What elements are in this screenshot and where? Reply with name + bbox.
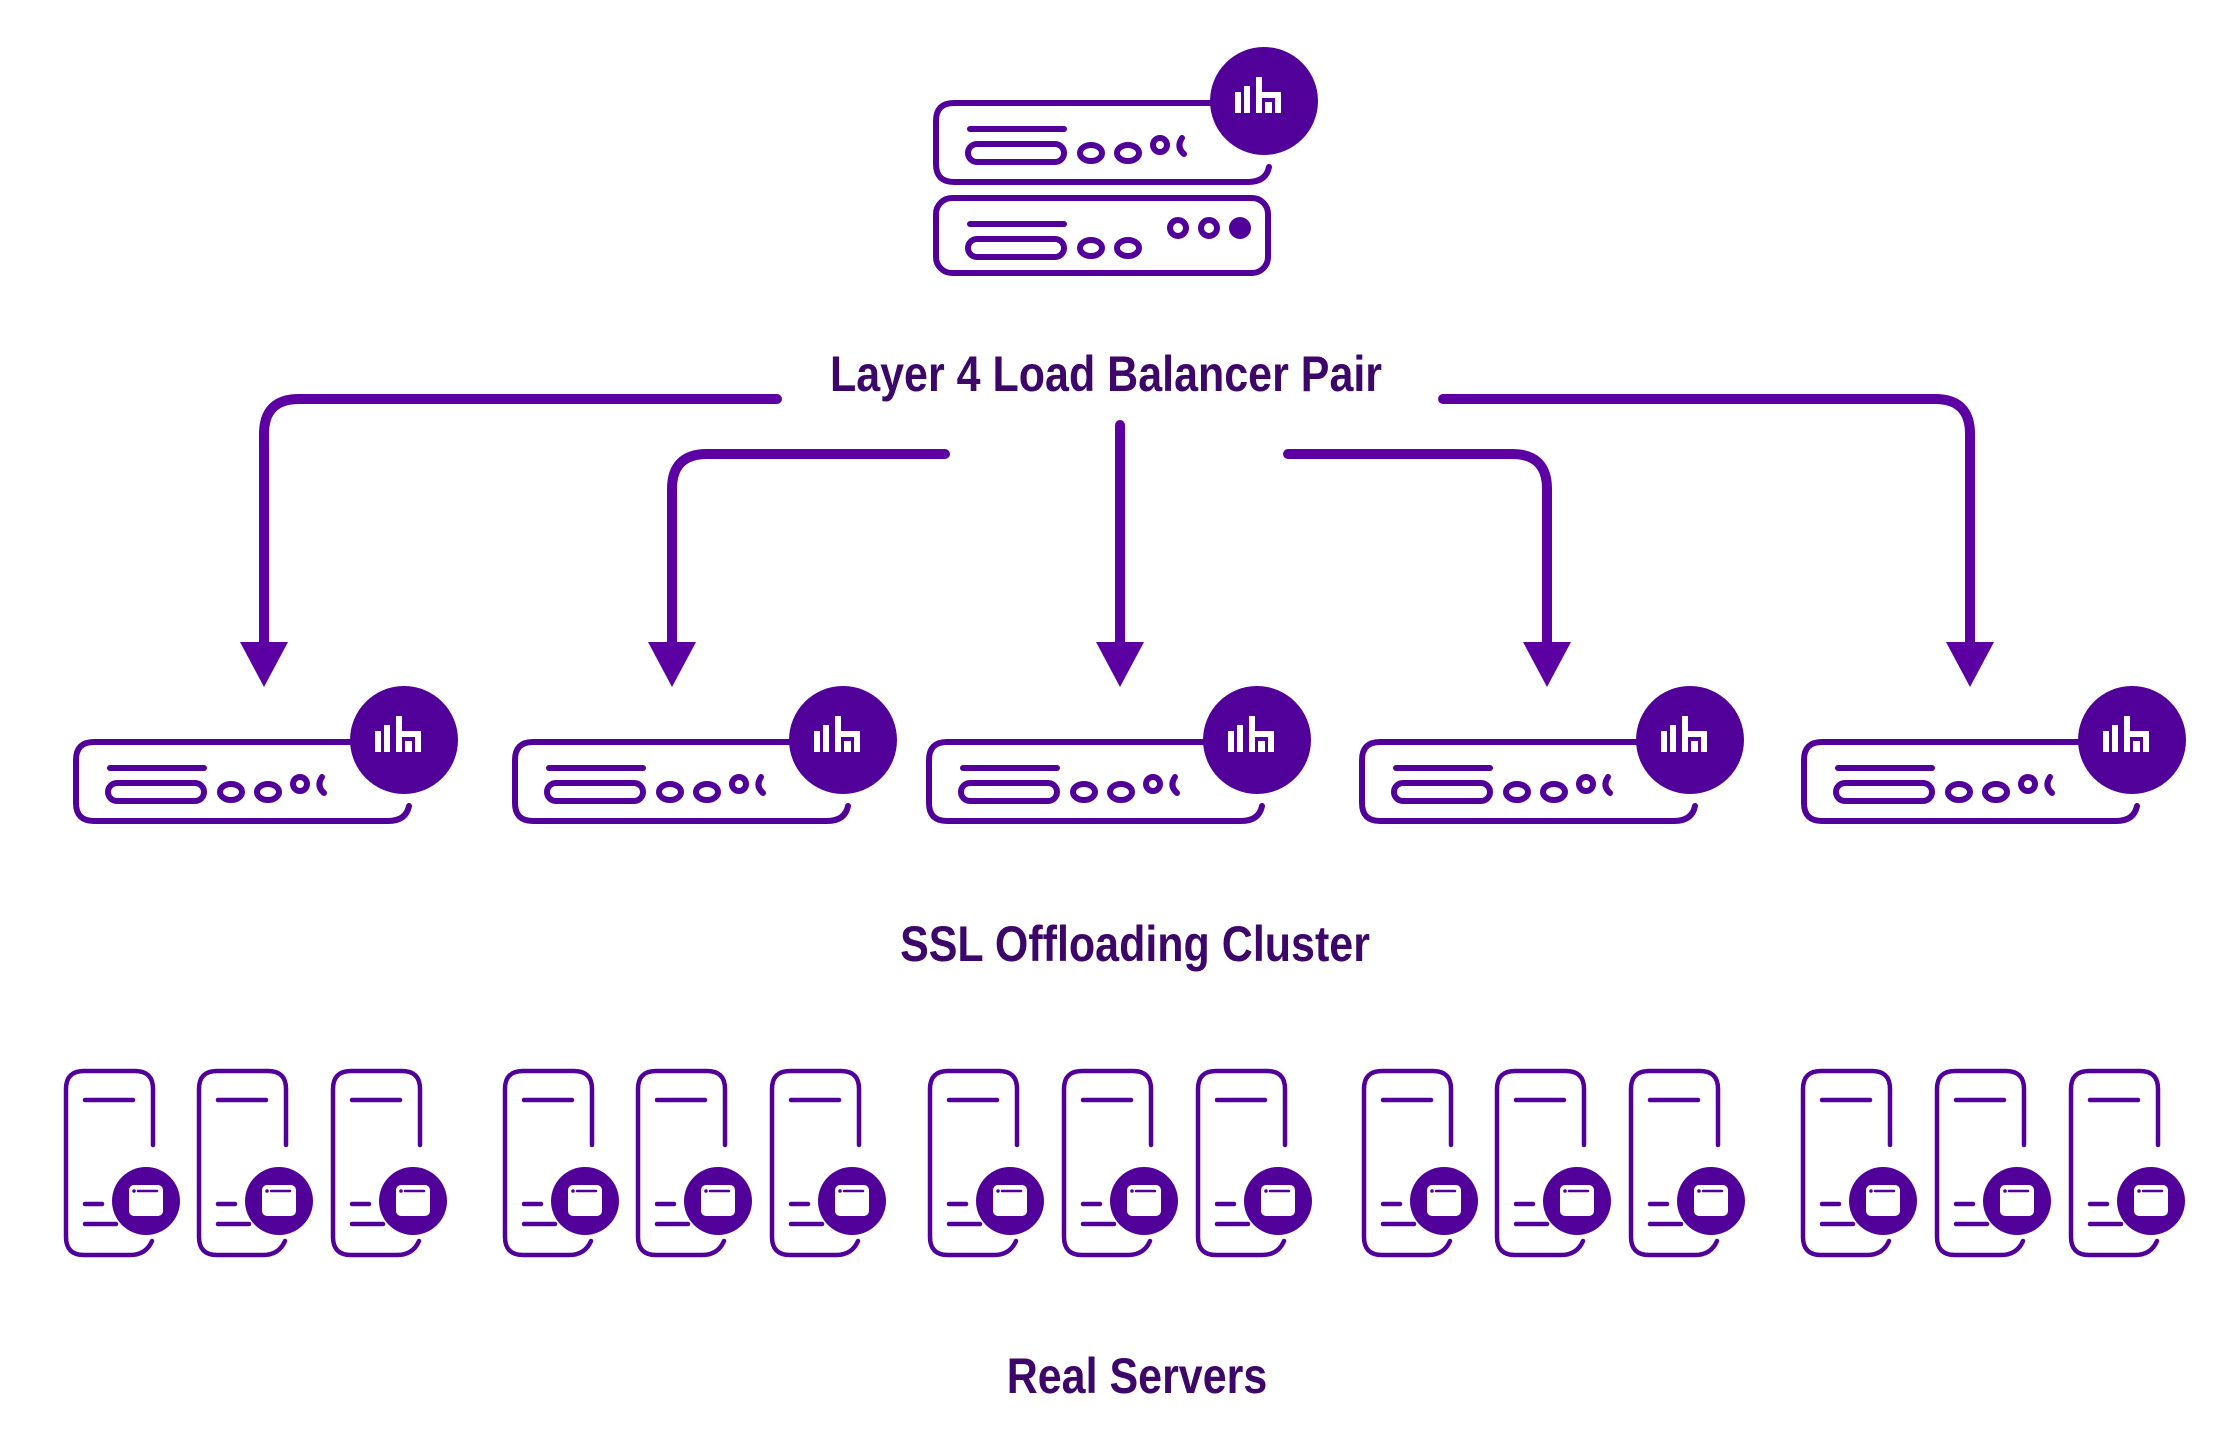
ssl-offloading-cluster-label: SSL Offloading Cluster: [900, 916, 1370, 972]
ssl-offloading-cluster: [76, 686, 2186, 821]
real-server-icon: [2071, 1071, 2185, 1255]
real-server-icon: [505, 1071, 619, 1255]
real-server-icon: [1497, 1071, 1611, 1255]
real-servers-label: Real Servers: [1006, 1348, 1268, 1404]
load-balancer-secondary-icon: [936, 198, 1268, 273]
real-server-icon: [1198, 1071, 1312, 1255]
real-server-group-2: [505, 1071, 886, 1255]
real-server-group-5: [1803, 1071, 2185, 1255]
real-server-group-1: [66, 1071, 447, 1255]
connector-arrows: [259, 394, 1975, 651]
arrow-to-ssl-node-5: [1438, 394, 1975, 651]
ssl-node-4-icon: [1362, 686, 1744, 821]
load-balancer-pair: [936, 47, 1318, 273]
ssl-node-3-icon: [929, 686, 1311, 821]
arrowhead-4: [1523, 642, 1571, 687]
arrow-to-ssl-node-2: [667, 449, 950, 651]
real-server-icon: [333, 1071, 447, 1255]
arrowhead-5: [1946, 642, 1994, 687]
ssl-node-1-icon: [76, 686, 458, 821]
real-server-group-3: [930, 1071, 1312, 1255]
real-server-icon: [1803, 1071, 1917, 1255]
arrowhead-1: [240, 642, 288, 687]
load-balancer-primary-icon: [936, 47, 1318, 182]
arrow-to-ssl-node-4: [1283, 449, 1552, 651]
real-server-icon: [1364, 1071, 1478, 1255]
real-servers: [66, 1071, 2185, 1255]
real-server-icon: [1937, 1071, 2051, 1255]
real-server-icon: [638, 1071, 752, 1255]
real-server-group-4: [1364, 1071, 1745, 1255]
real-server-icon: [930, 1071, 1044, 1255]
real-server-icon: [1064, 1071, 1178, 1255]
arrowhead-2: [648, 642, 696, 687]
arrow-to-ssl-node-1: [259, 394, 782, 651]
load-balancer-pair-label: Layer 4 Load Balancer Pair: [829, 346, 1383, 402]
ssl-node-5-icon: [1804, 686, 2186, 821]
real-server-icon: [772, 1071, 886, 1255]
ssl-node-2-icon: [515, 686, 897, 821]
real-server-icon: [66, 1071, 180, 1255]
arrowhead-3: [1096, 642, 1144, 687]
real-server-icon: [1631, 1071, 1745, 1255]
real-server-icon: [199, 1071, 313, 1255]
